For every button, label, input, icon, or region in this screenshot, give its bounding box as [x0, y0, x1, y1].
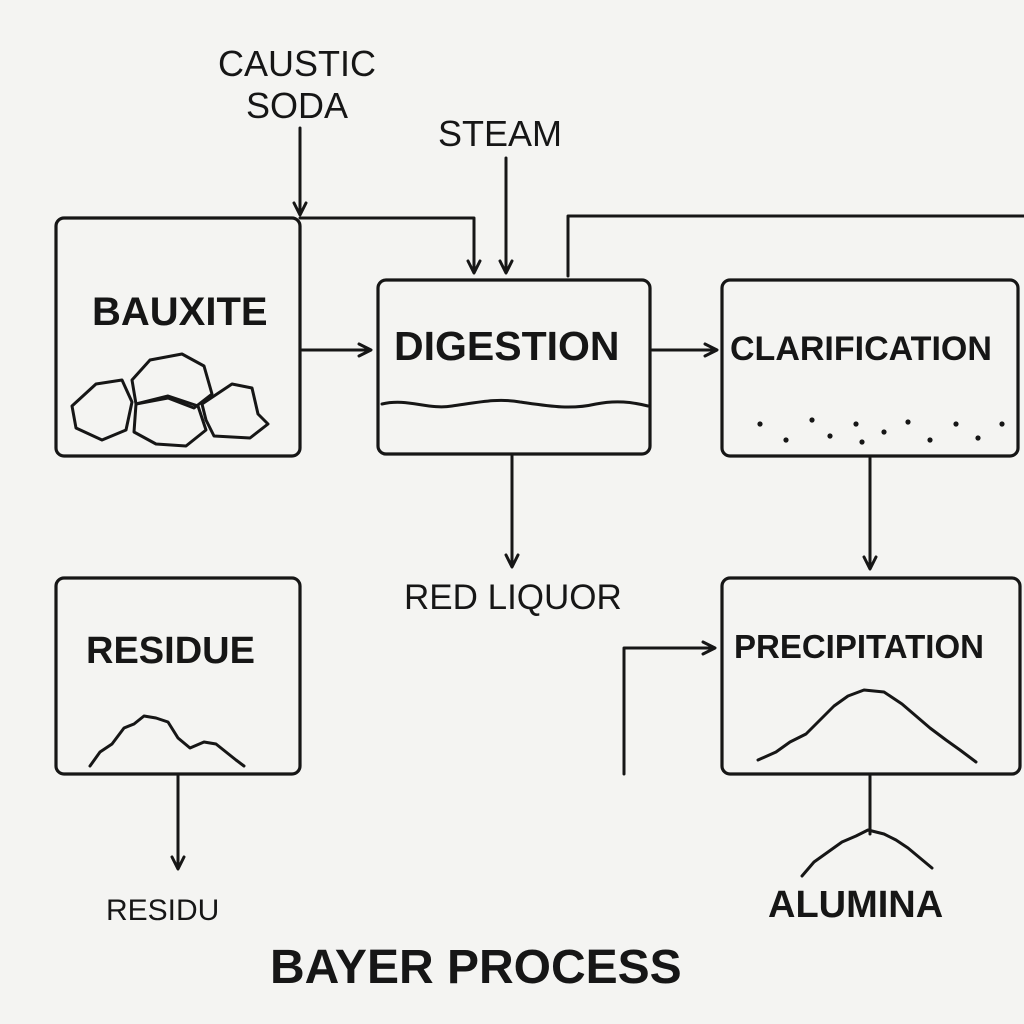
precipitation-label: PRECIPITATION — [734, 628, 984, 665]
diagram-title: BAYER PROCESS — [270, 941, 682, 994]
precipitation-box — [720, 576, 1022, 776]
clarification-label: CLARIFICATION — [730, 330, 992, 368]
clarification-particles — [757, 417, 1005, 445]
residue-pile-sketch — [88, 714, 246, 768]
recycle-line — [566, 214, 1024, 278]
clarification-box — [720, 278, 1020, 458]
steam-label: STEAM — [438, 113, 563, 154]
alumina-label: ALUMINA — [768, 884, 944, 926]
precipitation-feed-arrow — [622, 640, 717, 776]
bauxite-box — [54, 216, 302, 458]
caustic-soda-to-digestion-arrow — [298, 216, 482, 275]
red-liquor-label: RED LIQUOR — [404, 578, 622, 617]
precipitation-pile-sketch — [756, 688, 978, 764]
digestion-box — [376, 278, 652, 456]
residue-label: RESIDUE — [86, 630, 255, 672]
digestion-label: DIGESTION — [394, 323, 620, 369]
digestion-liquid-wave — [380, 398, 650, 409]
caustic-soda-label-line1: CAUSTIC — [218, 43, 377, 84]
bauxite-rocks-sketch — [70, 352, 270, 448]
bauxite-label: BAUXITE — [92, 290, 268, 334]
residue-box — [54, 576, 302, 776]
caustic-soda-label-line2: SODA — [246, 85, 349, 126]
residu-label: RESIDU — [106, 894, 220, 927]
alumina-pile-sketch — [800, 828, 934, 878]
